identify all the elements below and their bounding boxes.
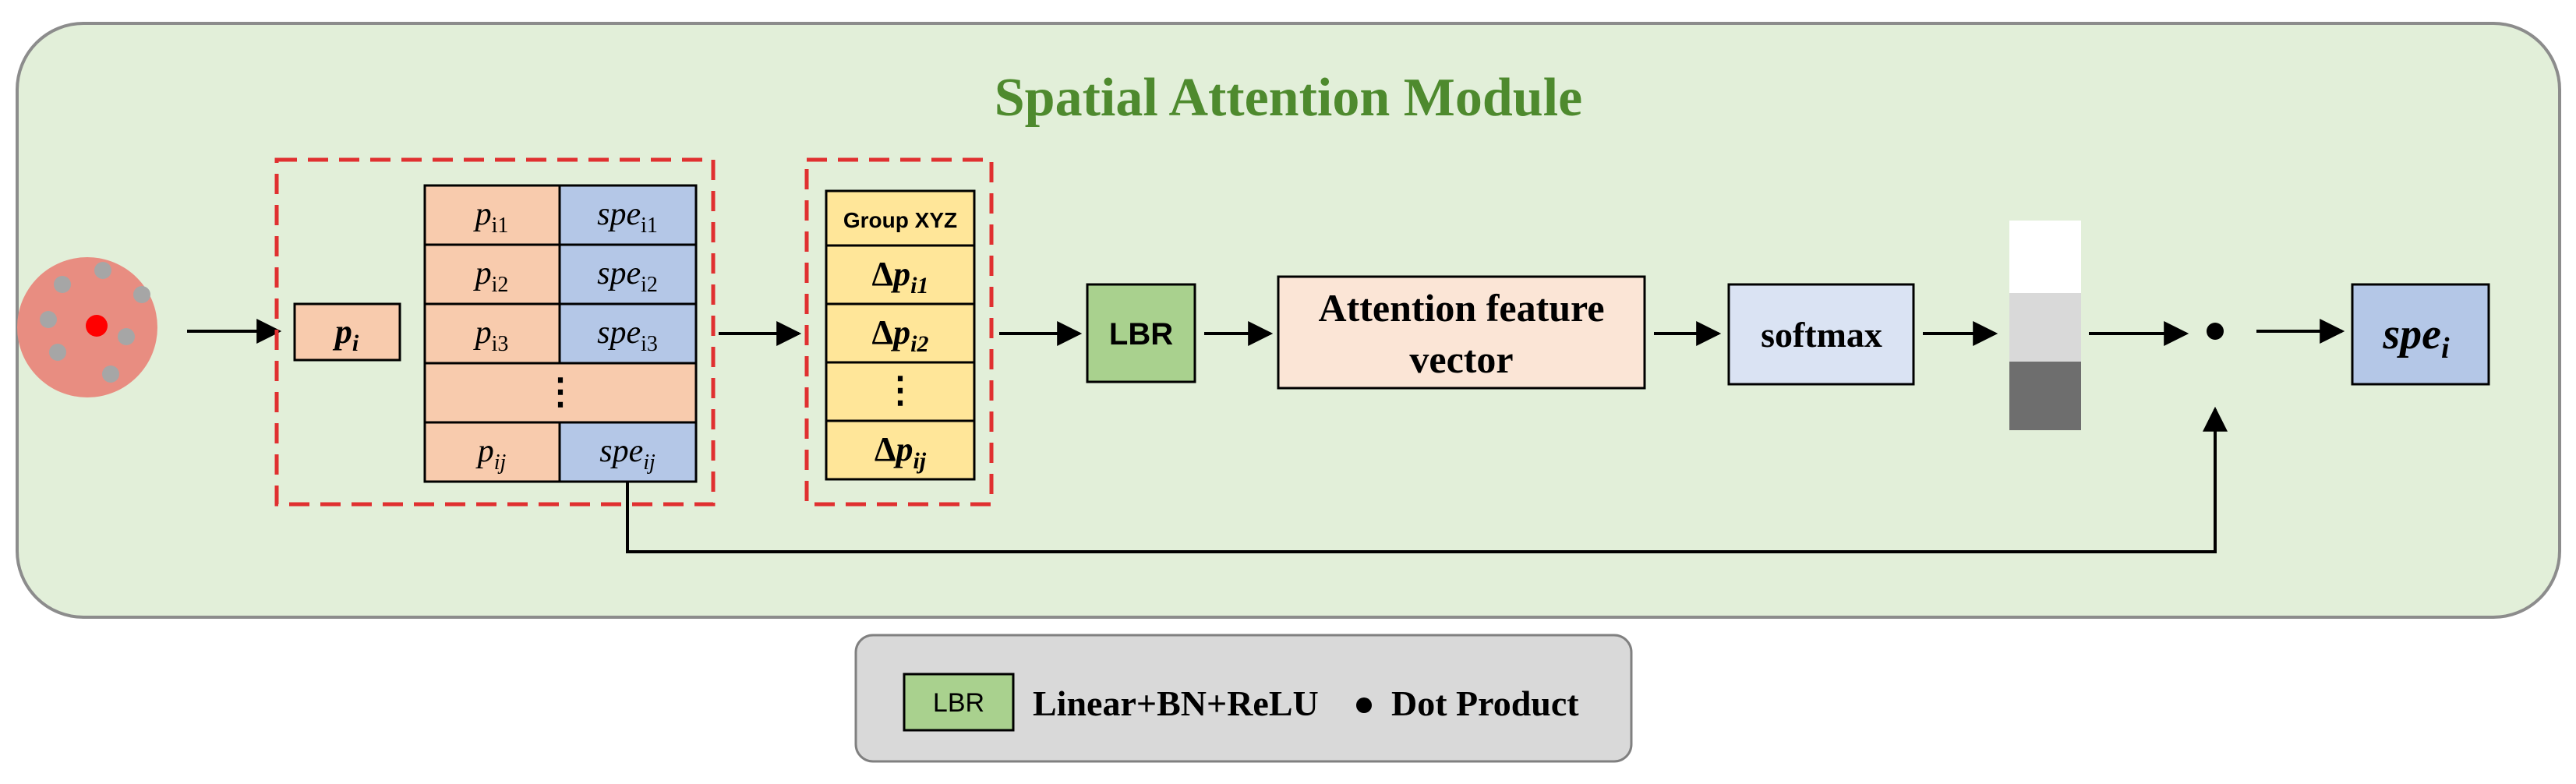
- lbr-label: LBR: [1109, 317, 1173, 351]
- group-delta-cell: Δpi1: [872, 255, 929, 298]
- legend-lbr-swatch: [903, 673, 1015, 732]
- softmax-block: softmax: [1727, 283, 1915, 386]
- gray-point-icon: [49, 344, 66, 361]
- neighbor-spe-cell: speij: [599, 433, 655, 475]
- group-delta-cell: Δpij: [875, 430, 927, 474]
- dashed-group-xyz: [804, 157, 994, 507]
- weight-cell: [2009, 293, 2081, 362]
- input-point-cloud: [17, 257, 157, 397]
- weight-cell: [2009, 362, 2081, 430]
- dot-product-icon: [2207, 323, 2224, 340]
- neighbor-spe-cell: spei3: [597, 315, 658, 356]
- group-delta-cell: Δpi2: [872, 313, 929, 357]
- neighbor-p-cell: pi1: [473, 196, 509, 238]
- gray-point-icon: [40, 311, 57, 328]
- neighbor-p-cell: pi2: [473, 256, 509, 297]
- attention-line-1: Attention feature: [1318, 286, 1604, 330]
- output-label: spe: [2382, 310, 2441, 358]
- legend-dot-text: Dot Product: [1391, 683, 1579, 723]
- svg-text:pi: pi: [332, 313, 359, 356]
- module-title: Spatial Attention Module: [995, 68, 1583, 128]
- attention-feature-block: Attention feature vector: [1277, 275, 1646, 390]
- neighbor-spe-cell: spei2: [597, 256, 658, 297]
- svg-text:spei: spei: [2382, 310, 2450, 365]
- group-xyz-table: Group XYZ Δpi1 Δpi2 ⋮ Δpij: [825, 189, 976, 481]
- dashed-group-neighbors: [274, 157, 716, 507]
- neighbor-ellipsis: ⋮: [542, 372, 578, 411]
- legend: LBR Linear+BN+ReLU Dot Product: [854, 634, 1633, 763]
- weight-cell: [2009, 221, 2081, 293]
- red-point-icon: [86, 315, 108, 337]
- attention-weights-strip: [2009, 221, 2081, 430]
- point-label: p: [332, 313, 352, 351]
- output-subscript: i: [2441, 332, 2450, 365]
- lbr-block: LBR: [1086, 283, 1196, 383]
- neighbor-p-cell: pij: [475, 433, 507, 475]
- neighbor-p-cell: pi3: [473, 315, 509, 356]
- point-subscript: i: [352, 330, 359, 356]
- output-block: spei: [2351, 283, 2490, 386]
- skip-connection-arrow: [626, 406, 2228, 553]
- gray-point-icon: [54, 276, 71, 293]
- gray-point-icon: [133, 286, 150, 303]
- legend-lbr-tag: LBR: [933, 688, 984, 718]
- gray-point-icon: [118, 328, 135, 345]
- attention-line-2: vector: [1409, 337, 1513, 381]
- softmax-label: softmax: [1761, 315, 1882, 355]
- group-ellipsis: ⋮: [882, 370, 918, 410]
- legend-lbr-text: Linear+BN+ReLU: [1033, 683, 1319, 723]
- neighbor-spe-cell: spei1: [597, 196, 658, 238]
- point-box: pi: [293, 302, 401, 362]
- legend-dot-icon: [1356, 697, 1372, 713]
- gray-point-icon: [102, 366, 119, 383]
- neighbor-table: pi1 spei1 pi2 spei2 pi3 spei3 ⋮ pij spei…: [423, 184, 698, 483]
- gray-point-icon: [94, 262, 111, 279]
- group-header: Group XYZ: [843, 208, 957, 232]
